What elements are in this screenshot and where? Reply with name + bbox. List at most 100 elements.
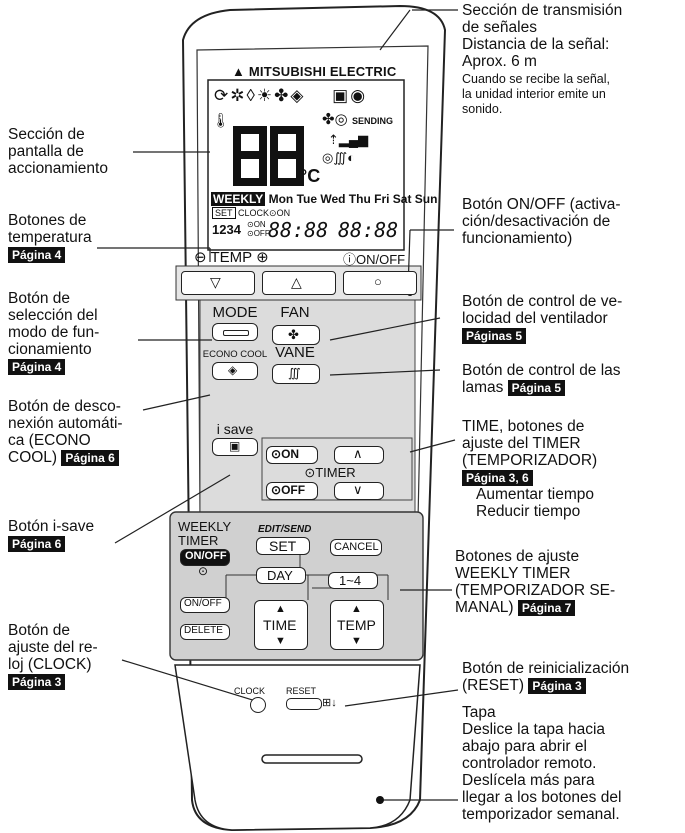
temp-row-header: ⊖ TEMP ⊕ [194, 248, 269, 266]
vane-button[interactable]: ∭ [272, 364, 320, 384]
fan-button[interactable]: ✤ [272, 325, 320, 345]
callout-beep: Cuando se recibe la señal,la unidad inte… [462, 72, 611, 116]
onoff-label: ON/OFF [356, 252, 406, 267]
lcd-time-1: 88:88 [268, 218, 329, 242]
econo-cool-button[interactable]: ◈ [212, 362, 258, 380]
timer-off-label: OFF [281, 483, 306, 497]
page-ref: Página 6 [61, 450, 119, 466]
callout-econo: Botón de desco-nexión automáti-ca (ECONO… [8, 398, 123, 466]
timer-on-button[interactable]: ⊙ON [266, 446, 318, 464]
mode-button[interactable] [212, 323, 258, 341]
arrow-up-icon: ▲ [275, 603, 286, 615]
vane-label: VANE [275, 344, 315, 361]
weekly-onoff-button[interactable]: ON/OFF [180, 549, 230, 566]
lcd-days: Mon Tue Wed Thu Fri Sat Sun [268, 192, 438, 206]
lcd-mode-icons: ⟳✲◊☀✤◈ ▣◉ [214, 86, 368, 105]
page-ref: Página 5 [507, 380, 566, 396]
thermometer-icon: 🌡 [212, 112, 230, 128]
cover [174, 664, 421, 831]
callout-isave: Botón i-save Página 6 [8, 518, 95, 552]
up-triangle-icon: △ [291, 274, 302, 290]
econo-cool-label: ECONO COOL [202, 349, 268, 360]
range-button[interactable]: 1~4 [328, 572, 378, 589]
isave-button[interactable]: ▣ [212, 438, 258, 456]
page-ref: Página 7 [517, 600, 576, 616]
weekly-timer-label: WEEKLY TIMER [178, 520, 231, 548]
temp-label: TEMP [210, 249, 252, 266]
timer-onoff-small-button[interactable]: ON/OFF [180, 597, 230, 613]
timer-label-row: ⊙TIMER [304, 465, 356, 480]
lcd-weekly-row: WEEKLY Mon Tue Wed Thu Fri Sat Sun [211, 192, 437, 206]
lcd-digits [233, 126, 304, 186]
temp-up-button[interactable]: △ [262, 271, 336, 295]
callout-reset: Botón de reinicialización (RESET) Página… [462, 660, 630, 694]
brand-logo: ▲ MITSUBISHI ELECTRIC [232, 64, 396, 79]
temp-weekly-label: TEMP [337, 617, 376, 633]
timer-on-label: ON [281, 447, 300, 461]
mode-label: MODE [212, 304, 258, 321]
isave-label: i save [216, 421, 254, 437]
isave-icon: ▣ [229, 439, 241, 453]
brand-text: MITSUBISHI ELECTRIC [248, 64, 397, 79]
weekly-label-2: TIMER [178, 533, 219, 548]
fan-icon: ✤◎ [322, 111, 348, 128]
lcd-sending: SENDING [352, 116, 394, 126]
reset-button[interactable] [286, 698, 322, 710]
page-ref: Página 3, 6 [462, 470, 533, 486]
plus-icon: ⊕ [256, 249, 269, 266]
circle-icon: ○ [374, 274, 382, 289]
timer-up-button[interactable]: ∧ [334, 446, 384, 464]
delete-label: DELETE [184, 625, 223, 636]
timer-off-button[interactable]: ⊙OFF [266, 482, 318, 500]
timer-onoff-small-label: ON/OFF [184, 598, 222, 609]
clock-button[interactable] [250, 697, 266, 713]
lcd-set-tag: SET [212, 207, 236, 219]
lcd-weekly-tag: WEEKLY [211, 192, 266, 206]
weekly-onoff-label: ON/OFF [185, 550, 227, 562]
lcd-clock: CLOCK [238, 208, 270, 218]
onoff-header: ⓘON/OFF [343, 252, 406, 267]
time-button[interactable]: ▲ TIME ▼ [254, 600, 308, 650]
delete-button[interactable]: DELETE [180, 624, 230, 640]
lcd-unit: °C [300, 166, 321, 186]
minus-icon: ⊖ [194, 249, 207, 266]
vane-icon: ∭ [288, 366, 301, 380]
onoff-button[interactable]: ○ [343, 271, 417, 295]
lcd-time-2: 88:88 [338, 218, 399, 242]
weekly-label-1: WEEKLY [178, 519, 232, 534]
day-label: DAY [267, 568, 293, 583]
set-label: SET [269, 538, 297, 554]
page-ref: Páginas 5 [462, 328, 527, 344]
edit-send-label: EDIT/SEND [258, 524, 312, 535]
econo-icon: ◈ [228, 363, 238, 377]
callout-fan: Botón de control de ve-locidad del venti… [462, 293, 623, 344]
caret-up-icon: ∧ [353, 446, 363, 461]
arrow-down-icon: ▼ [351, 635, 362, 647]
time-label: TIME [263, 617, 297, 633]
cancel-button[interactable]: CANCEL [330, 539, 382, 556]
arrow-up-icon: ▲ [351, 603, 362, 615]
caret-down-icon: ∨ [353, 482, 363, 497]
reset-label: RESET [286, 686, 317, 696]
lcd-program-digits: 1234 [212, 222, 241, 237]
arrow-down-icon: ▼ [275, 635, 286, 647]
battery-icon: ⊞↓ [322, 697, 337, 709]
timer-down-button[interactable]: ∨ [334, 482, 384, 500]
lcd-set-row: SET CLOCK⊙ON [212, 207, 291, 219]
lcd-on: ON [276, 208, 291, 218]
day-button[interactable]: DAY [256, 567, 306, 584]
temp-down-button[interactable]: ▽ [181, 271, 255, 295]
set-button[interactable]: SET [256, 537, 310, 555]
range-label: 1~4 [339, 573, 362, 588]
lcd-onoff-small: ⊙ON⊙OFF [247, 220, 270, 238]
temp-weekly-button[interactable]: ▲ TEMP ▼ [330, 600, 384, 650]
page-ref: Página 3 [528, 678, 586, 694]
page-ref: Página 4 [8, 359, 66, 375]
